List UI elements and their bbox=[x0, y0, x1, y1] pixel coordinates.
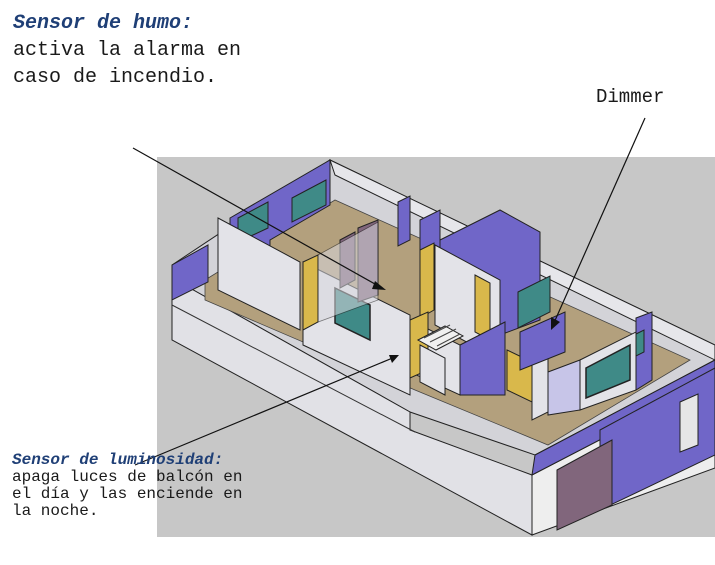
yellow-door-2 bbox=[419, 242, 435, 319]
center-purple-wall bbox=[459, 321, 506, 396]
light-sensor-leader bbox=[134, 356, 396, 466]
right-bay-window bbox=[517, 275, 551, 329]
dimmer-arrowhead bbox=[551, 317, 560, 330]
stair-top bbox=[416, 325, 465, 351]
base-door bbox=[556, 439, 613, 531]
light-sensor-title: Sensor de luminosidad: bbox=[12, 451, 224, 469]
stair-step-2 bbox=[429, 328, 457, 343]
smoke-sensor-text: activa la alarma en caso de incendio. bbox=[13, 39, 242, 89]
light-sensor-arrowhead bbox=[389, 355, 399, 363]
stair-step-1 bbox=[423, 324, 451, 339]
smoke-sensor-leader bbox=[132, 147, 383, 289]
yellow-door-1 bbox=[302, 254, 319, 331]
right-end-window bbox=[635, 329, 645, 357]
left-purple-wall bbox=[171, 244, 209, 301]
stair-step-3 bbox=[436, 333, 461, 347]
smoke-sensor-arrowhead bbox=[372, 281, 386, 290]
light-sensor-annotation: Sensor de luminosidad: apaga luces de ba… bbox=[12, 452, 262, 520]
stair-block-front bbox=[419, 344, 446, 396]
back-left-window bbox=[291, 179, 327, 223]
narrow-purple-1 bbox=[397, 195, 411, 247]
bay-window bbox=[585, 343, 631, 400]
base-ledge-line bbox=[171, 304, 416, 433]
mid-wall bbox=[317, 221, 379, 323]
yellow-door-3 bbox=[474, 274, 491, 341]
smoke-sensor-annotation: Sensor de humo: activa la alarma en caso… bbox=[13, 10, 253, 91]
base-right-door bbox=[679, 393, 699, 453]
front-partition-a bbox=[217, 217, 301, 331]
dimmer-annotation: Dimmer bbox=[596, 86, 665, 108]
light-sensor-text: apaga luces de balcón en el día y las en… bbox=[12, 468, 243, 520]
smoke-sensor-title: Sensor de humo: bbox=[13, 12, 194, 35]
dimmer-leader bbox=[552, 117, 646, 326]
